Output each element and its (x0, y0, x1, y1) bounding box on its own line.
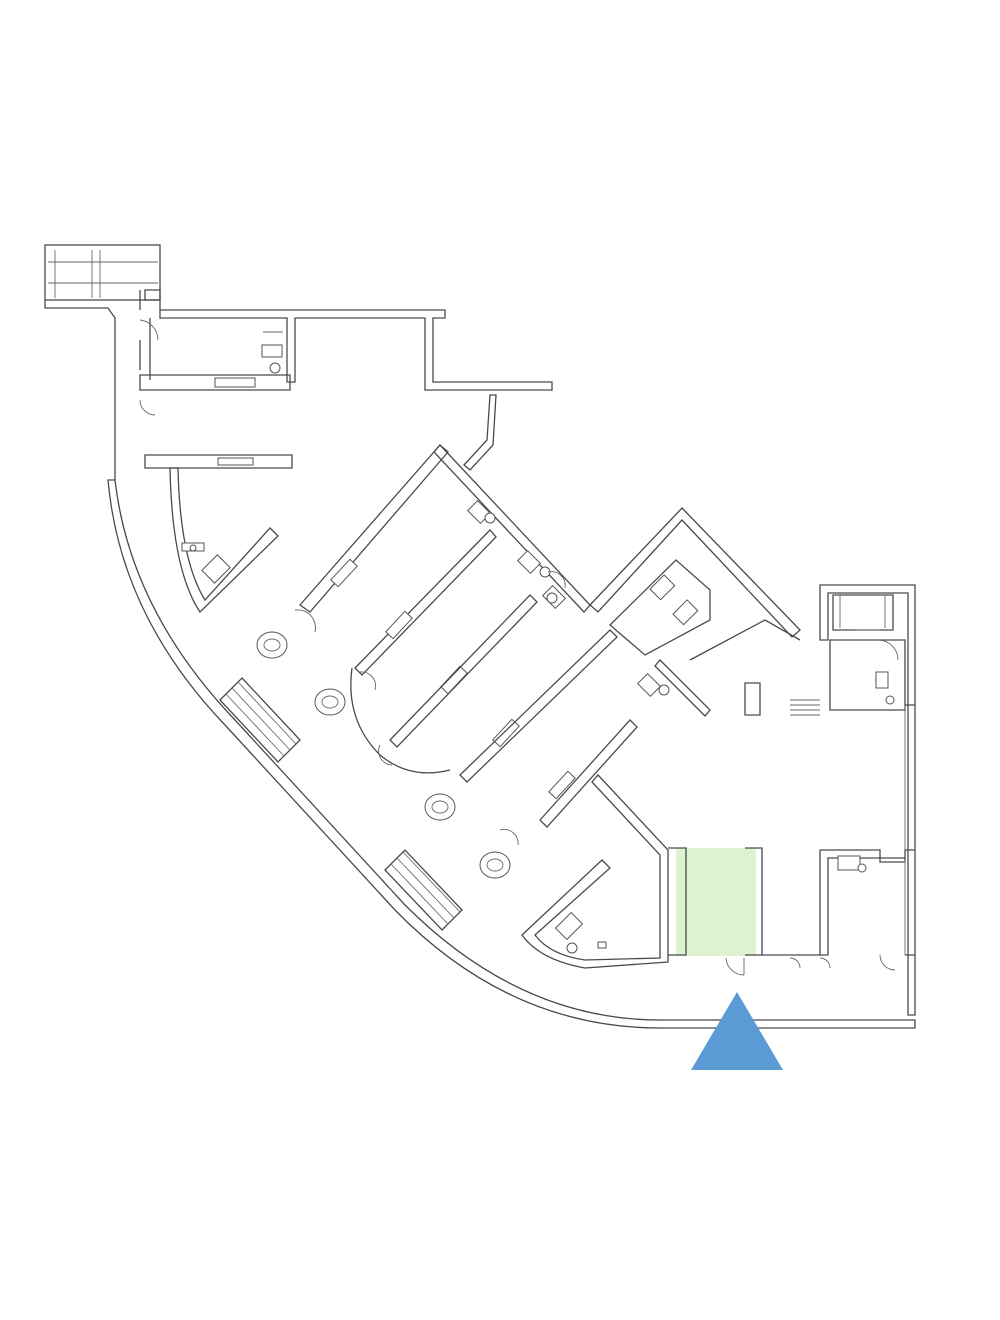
top-block (139, 289, 553, 471)
highlighted-room (676, 848, 756, 956)
curved-facade (107, 479, 916, 1029)
sink-icon (875, 671, 889, 689)
oval-column-icon (314, 688, 346, 716)
sink-icon (837, 855, 861, 871)
sink-icon (554, 911, 584, 941)
center-right-block (521, 507, 820, 976)
east-strip (819, 584, 916, 1016)
sink-icon (261, 344, 283, 358)
triangle-up-icon (691, 992, 783, 1070)
oval-column-icon (479, 851, 511, 879)
columns (256, 631, 511, 879)
toilet-icon (885, 695, 895, 705)
diagonal-bays (294, 444, 670, 846)
toilet-icon (546, 592, 558, 604)
toilet-icon (269, 362, 281, 374)
oval-column-icon (424, 793, 456, 821)
terrace-box (44, 244, 161, 301)
sink-icon (201, 554, 231, 584)
oval-column-icon (256, 631, 288, 659)
building-outline (44, 244, 916, 1029)
left-wc (169, 467, 279, 614)
